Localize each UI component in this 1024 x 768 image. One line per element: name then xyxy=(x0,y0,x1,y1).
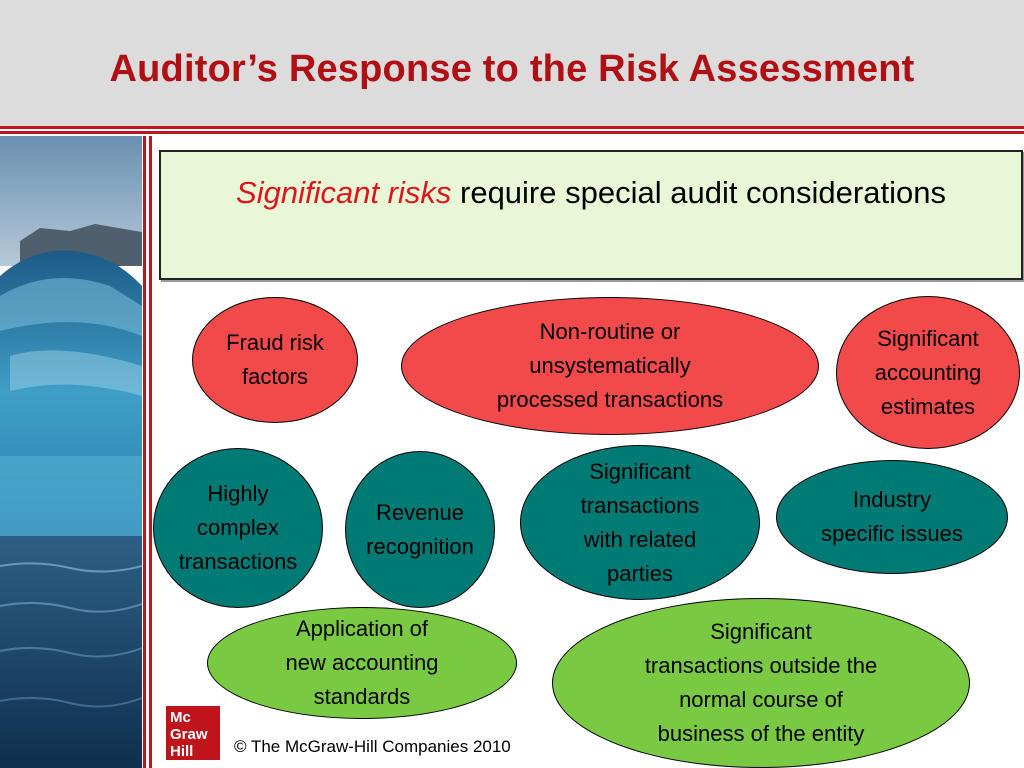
bubble-label: Highly complex transactions xyxy=(178,481,298,574)
bubble-label: Significant transactions with related pa… xyxy=(580,458,700,586)
bubble-highly-complex-transactions: Highly complex transactions xyxy=(153,448,323,608)
bubble-new-accounting-standards: Application of new accounting standards xyxy=(207,607,517,719)
vertical-divider xyxy=(149,136,152,768)
bubble-label: Significant accounting estimates xyxy=(874,325,982,419)
bubble-non-routine-transactions: Non-routine or unsystematically processe… xyxy=(401,297,819,435)
bubble-related-party-transactions: Significant transactions with related pa… xyxy=(520,445,760,600)
bubble-label: Application of new accounting standards xyxy=(285,616,439,709)
divider-line xyxy=(0,131,1024,134)
divider-line xyxy=(0,126,1024,129)
bubble-label: Significant transactions outside the nor… xyxy=(644,619,878,746)
bubble-label: Non-routine or unsystematically processe… xyxy=(496,319,724,412)
bubble-label: Industry specific issues xyxy=(821,487,963,546)
callout-text: Significant risks require special audit … xyxy=(161,172,1021,214)
bubble-industry-specific-issues: Industry specific issues xyxy=(776,460,1008,574)
vertical-divider xyxy=(143,136,146,768)
bubble-label: Revenue recognition xyxy=(366,499,474,559)
bubble-fraud-risk-factors: Fraud risk factors xyxy=(192,297,358,423)
copyright-notice: © The McGraw-Hill Companies 2010 xyxy=(234,737,511,756)
iceberg-image xyxy=(0,136,142,768)
bubble-revenue-recognition: Revenue recognition xyxy=(345,451,495,608)
callout-emphasis: Significant risks xyxy=(236,175,452,210)
mcgraw-hill-logo: Mc Graw Hill xyxy=(166,706,220,760)
callout-body: require special audit considerations xyxy=(451,175,946,210)
bubble-outside-normal-course: Significant transactions outside the nor… xyxy=(552,598,970,768)
title-bar xyxy=(0,0,1024,128)
bubble-significant-accounting-estimates: Significant accounting estimates xyxy=(836,296,1020,449)
bubble-label: Fraud risk factors xyxy=(226,330,324,389)
slide-title: Auditor’s Response to the Risk Assessmen… xyxy=(109,48,915,90)
significant-risks-callout: Significant risks require special audit … xyxy=(159,150,1023,280)
